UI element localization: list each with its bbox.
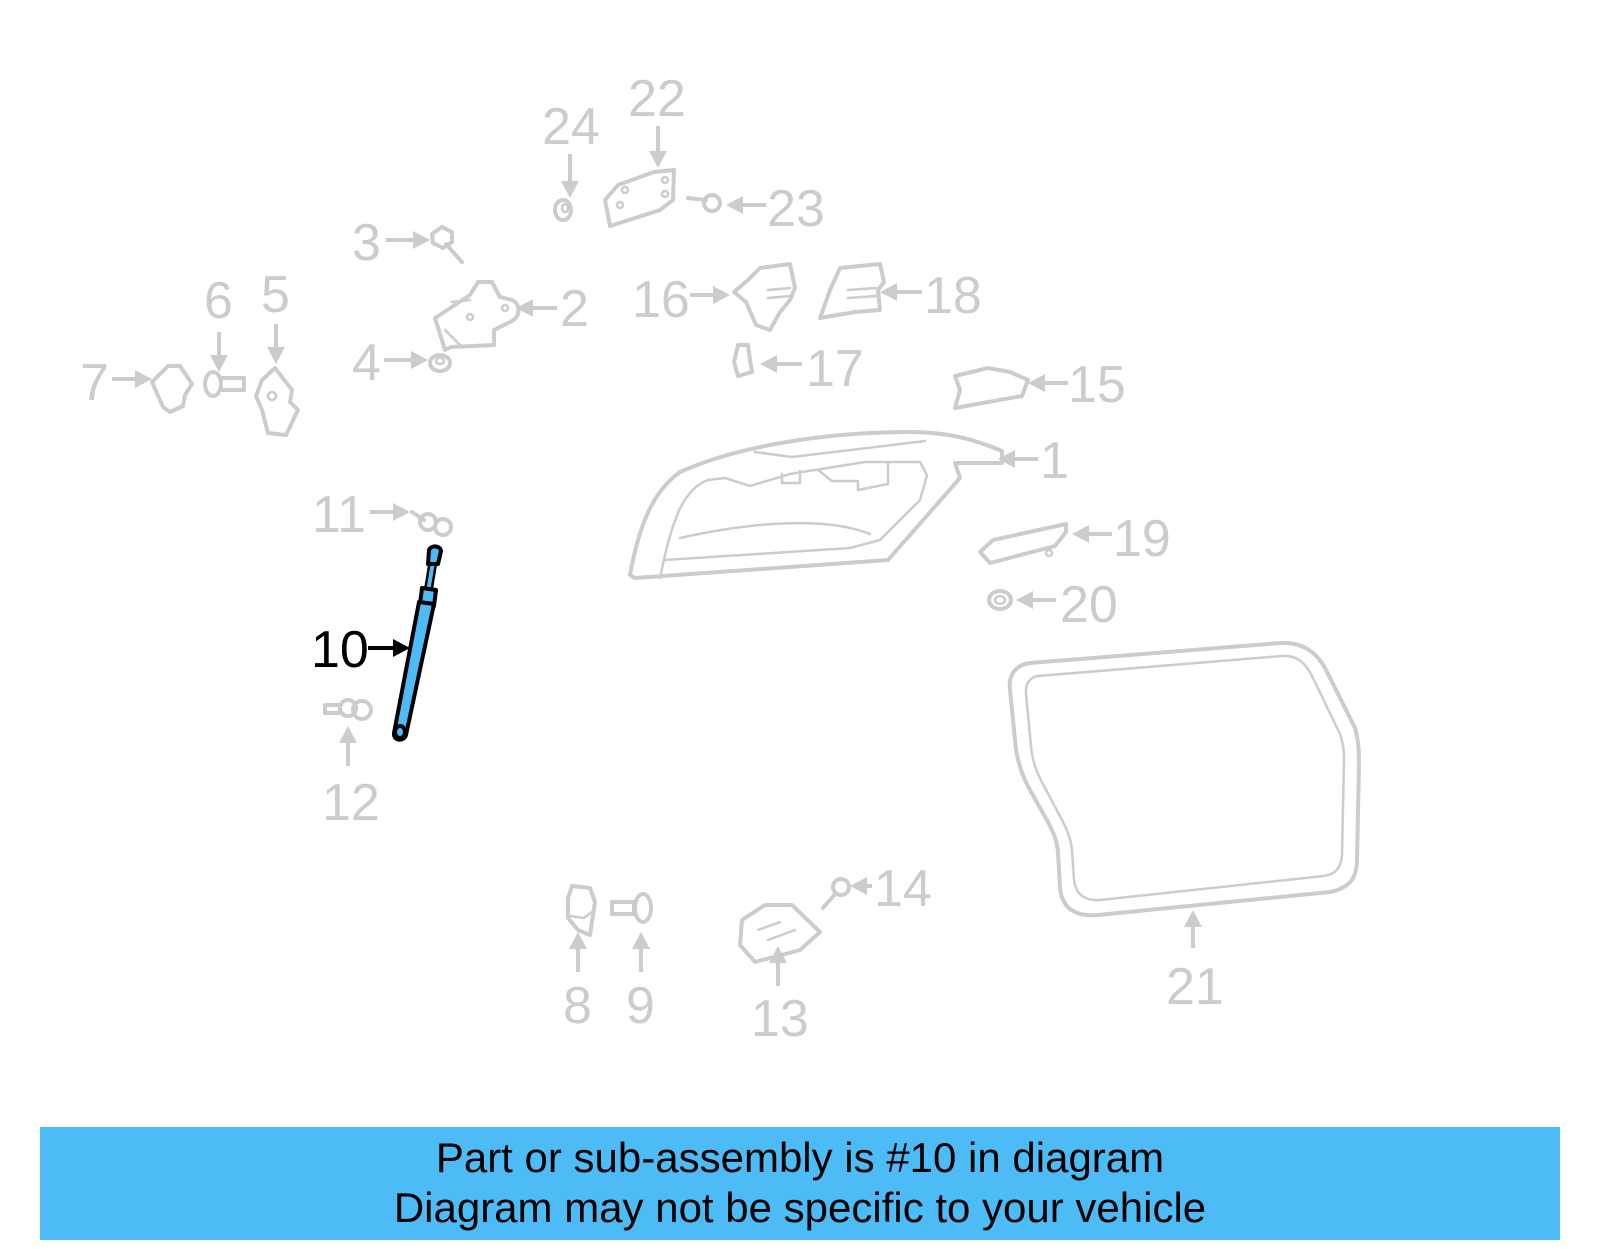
callout-21[interactable]: 21 xyxy=(1166,910,1224,1016)
callout-14[interactable]: 14 xyxy=(850,860,932,918)
callout-label-5: 5 xyxy=(261,266,290,324)
part-13-latch[interactable] xyxy=(738,903,822,964)
callout-2[interactable]: 2 xyxy=(516,280,589,338)
callout-5[interactable]: 5 xyxy=(261,266,290,364)
part-8-bumper[interactable] xyxy=(566,884,597,937)
part-1-liftgate-panel[interactable] xyxy=(628,430,1004,580)
callout-label-22: 22 xyxy=(628,70,686,128)
callout-label-19: 19 xyxy=(1113,510,1171,568)
part-24-nut[interactable] xyxy=(553,198,573,222)
callout-label-18: 18 xyxy=(924,267,982,325)
callout-label-24: 24 xyxy=(542,98,600,156)
part-3-bolt[interactable] xyxy=(430,225,464,264)
part-2-hinge[interactable] xyxy=(433,280,521,352)
callout-22[interactable]: 22 xyxy=(628,70,686,168)
callout-16[interactable]: 16 xyxy=(632,271,730,329)
callout-label-20: 20 xyxy=(1060,576,1118,634)
callout-15[interactable]: 15 xyxy=(1028,356,1126,414)
part-18-latch-cover[interactable] xyxy=(818,262,886,320)
callout-6[interactable]: 6 xyxy=(204,272,233,372)
callout-label-2: 2 xyxy=(560,280,589,338)
banner-line-disclaimer: Diagram may not be specific to your vehi… xyxy=(393,1184,1207,1231)
part-20-nut[interactable] xyxy=(987,589,1013,611)
part-14-bolt[interactable] xyxy=(821,877,851,910)
callout-1[interactable]: 1 xyxy=(998,432,1069,490)
callout-label-15: 15 xyxy=(1068,356,1126,414)
part-info-banner: Part or sub-assembly is #10 in diagram D… xyxy=(40,1127,1560,1240)
callout-label-7: 7 xyxy=(80,354,109,412)
part-22-plate[interactable] xyxy=(603,168,676,228)
callout-label-17: 17 xyxy=(806,340,864,398)
callout-label-13: 13 xyxy=(751,990,809,1048)
callout-label-14: 14 xyxy=(874,860,932,918)
callout-7[interactable]: 7 xyxy=(80,354,152,412)
callout-label-23: 23 xyxy=(767,180,825,238)
callout-label-12: 12 xyxy=(322,774,380,832)
callout-label-4: 4 xyxy=(352,334,381,392)
callout-label-16: 16 xyxy=(632,271,690,329)
callout-label-10: 10 xyxy=(311,621,369,679)
part-9-screw[interactable] xyxy=(610,892,653,924)
part-10-lift-support-strut[interactable] xyxy=(392,544,443,742)
callout-3[interactable]: 3 xyxy=(352,214,430,272)
part-12-ball-stud[interactable] xyxy=(323,698,373,721)
callout-11[interactable]: 11 xyxy=(312,486,410,544)
callout-20[interactable]: 20 xyxy=(1016,576,1118,634)
callout-17[interactable]: 17 xyxy=(760,340,864,398)
part-23-bolt[interactable] xyxy=(686,193,722,213)
callout-label-11: 11 xyxy=(312,486,366,544)
callout-18[interactable]: 18 xyxy=(880,267,982,325)
part-6-screw[interactable] xyxy=(203,370,246,398)
callout-12[interactable]: 12 xyxy=(322,726,380,832)
part-21-weatherstrip[interactable] xyxy=(1007,640,1361,918)
callout-8[interactable]: 8 xyxy=(563,932,592,1035)
callout-label-21: 21 xyxy=(1166,958,1224,1016)
callout-10[interactable]: 10 xyxy=(311,621,410,679)
part-19-bracket[interactable] xyxy=(978,522,1068,565)
part-16-latch-actuator[interactable] xyxy=(732,262,797,332)
part-5-bracket[interactable] xyxy=(254,366,300,437)
callout-23[interactable]: 23 xyxy=(726,180,825,238)
callout-24[interactable]: 24 xyxy=(542,98,600,198)
callout-label-8: 8 xyxy=(563,977,592,1035)
part-17-bolt[interactable] xyxy=(732,343,754,378)
callout-label-3: 3 xyxy=(352,214,381,272)
part-7-clip[interactable] xyxy=(150,364,194,414)
banner-line-part-number: Part or sub-assembly is #10 in diagram xyxy=(435,1134,1165,1181)
callout-9[interactable]: 9 xyxy=(626,932,655,1035)
callout-13[interactable]: 13 xyxy=(751,946,809,1048)
callout-19[interactable]: 19 xyxy=(1072,510,1171,568)
callout-4[interactable]: 4 xyxy=(352,334,428,392)
callout-label-1: 1 xyxy=(1040,432,1069,490)
part-11-ball-stud[interactable] xyxy=(410,510,453,537)
part-4-nut[interactable] xyxy=(428,353,452,373)
part-15-handle[interactable] xyxy=(953,366,1030,410)
callout-label-6: 6 xyxy=(204,272,233,330)
callout-label-9: 9 xyxy=(626,977,655,1035)
